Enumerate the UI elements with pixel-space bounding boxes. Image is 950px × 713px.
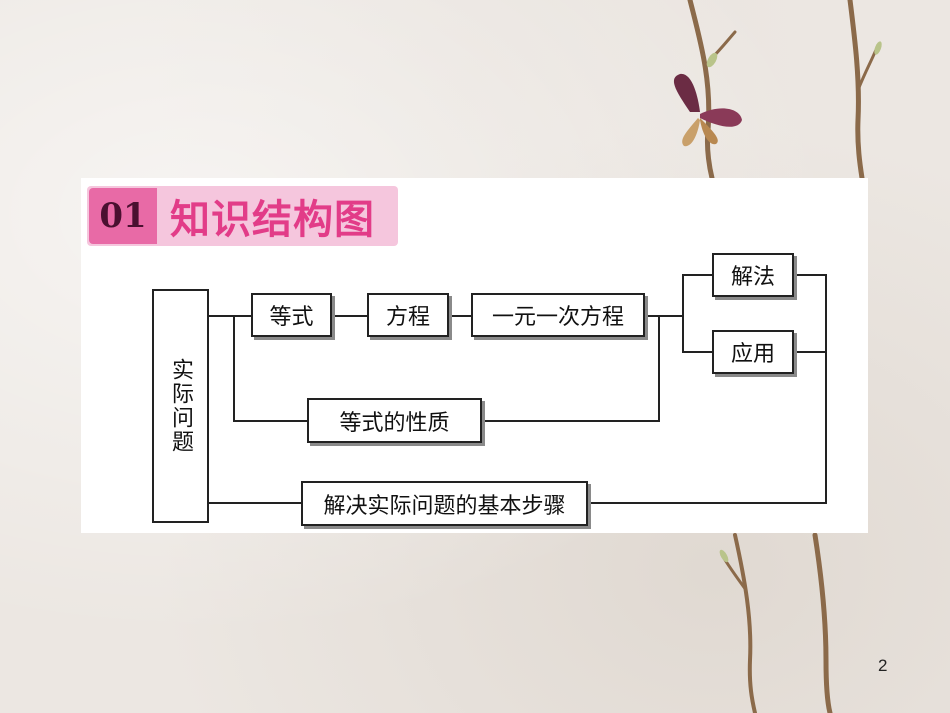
node-root: 实际问题: [152, 289, 209, 523]
page-number: 2: [878, 656, 888, 675]
node-properties: 等式的性质: [307, 398, 482, 443]
node-steps: 解决实际问题的基本步骤: [301, 481, 588, 526]
leaf-buds: [706, 41, 882, 563]
node-solve: 解法: [712, 253, 794, 297]
branch-bottom-right: [812, 532, 833, 713]
branch-top-right: [847, 0, 865, 181]
node-apply: 应用: [712, 330, 794, 374]
node-linear-equation: 一元一次方程: [471, 293, 645, 337]
node-equation-eq: 等式: [251, 293, 332, 337]
section-number-badge: 01: [89, 188, 157, 244]
section-title: 知识结构图: [170, 196, 375, 243]
branch-bottom-left: [733, 533, 757, 713]
butterfly-icon: [673, 73, 742, 147]
node-equation: 方程: [367, 293, 449, 337]
